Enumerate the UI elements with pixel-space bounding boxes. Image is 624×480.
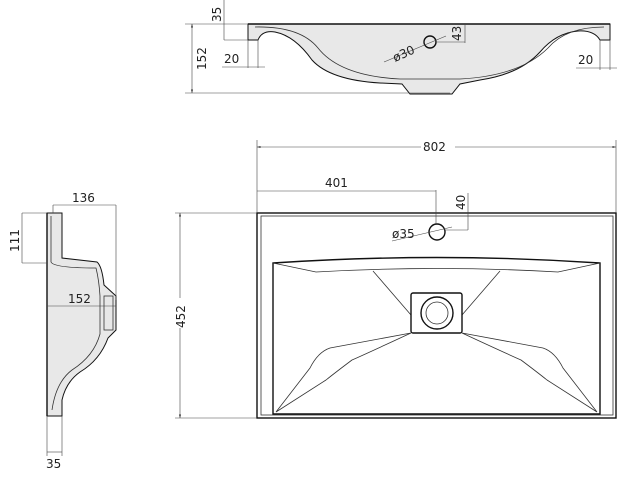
front-right-rim-label: 20 [578,53,593,67]
side-total-depth-label: 152 [68,292,91,306]
top-view: ø35 802 401 40 452 [173,138,617,419]
front-profile [247,23,611,95]
top-depth-label: 452 [174,305,188,328]
top-half-width-label: 401 [325,176,348,190]
side-view: 136 111 152 35 [8,191,117,471]
top-hole-diameter-label: ø35 [392,227,415,241]
drain-outer-ring [420,296,454,330]
top-width-label: 802 [423,140,446,154]
side-upper-height-label: 111 [8,229,22,252]
side-depth-label: 136 [72,191,95,205]
front-height-label: 152 [195,47,209,70]
front-hole-offset-label: 43 [450,26,464,41]
side-rim-label: 35 [46,457,61,471]
drain-square [410,292,463,334]
top-hole-offset-label: 40 [454,195,468,210]
front-left-rim-label: 20 [224,52,239,66]
front-rim-height-label: 35 [210,7,224,22]
front-view: 43 ø30 152 35 20 20 [185,0,617,95]
tap-hole-top [428,223,446,241]
basin-outline [272,256,601,415]
drain-inner-ring [425,301,449,325]
top-outer-outline [256,212,617,419]
side-profile [46,212,117,417]
